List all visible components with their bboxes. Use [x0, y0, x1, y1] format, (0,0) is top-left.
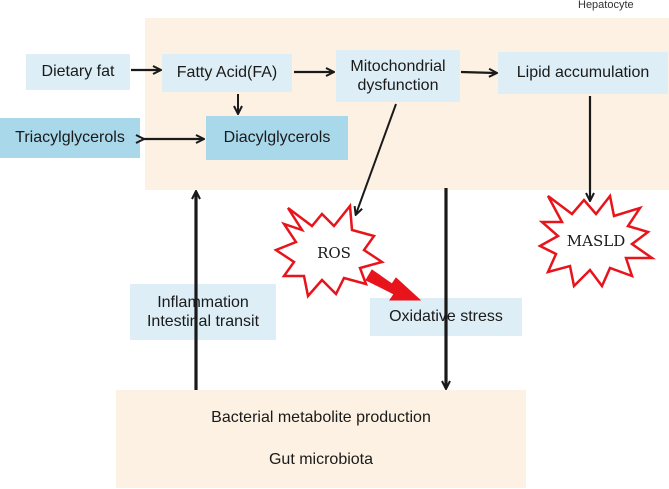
- inflammation-line2: Intestinal transit: [146, 313, 260, 330]
- dietary-fat-node: Dietary fat: [26, 54, 130, 90]
- bacterial-metabolite-label: Bacterial metabolite production: [211, 409, 431, 427]
- lipid-accumulation-node: Lipid accumulation: [498, 52, 668, 94]
- mitochondrial-line2: dysfunction: [357, 77, 439, 94]
- red-arrow-ros-to-oxidative: [365, 269, 422, 301]
- arrow-mito-to-ros: [356, 103, 397, 214]
- gut-region: [116, 390, 526, 488]
- inflammation-node: Inflammation Intestinal transit: [130, 284, 276, 340]
- masld-label: MASLD: [566, 232, 626, 250]
- ros-label: ROS: [317, 244, 351, 262]
- arrow-mito-to-lipid: [460, 72, 496, 73]
- inflammation-line1: Inflammation: [157, 293, 249, 311]
- masld-burst: [537, 193, 656, 289]
- mitochondrial-line1: Mitochondrial: [350, 57, 446, 75]
- triacylglycerols-node: Triacylglycerols: [0, 118, 140, 158]
- fatty-acid-node: Fatty Acid(FA): [162, 54, 292, 92]
- ros-burst: [273, 202, 385, 299]
- gut-microbiota-label: Gut microbiota: [268, 451, 374, 469]
- diacylglycerols-node: Diacylglycerols: [206, 116, 348, 160]
- hepatocyte-region: [145, 18, 669, 190]
- hepatocyte-label: Hepatocyte: [578, 0, 634, 11]
- mitochondrial-dysfunction-node: Mitochondrial dysfunction: [336, 50, 460, 102]
